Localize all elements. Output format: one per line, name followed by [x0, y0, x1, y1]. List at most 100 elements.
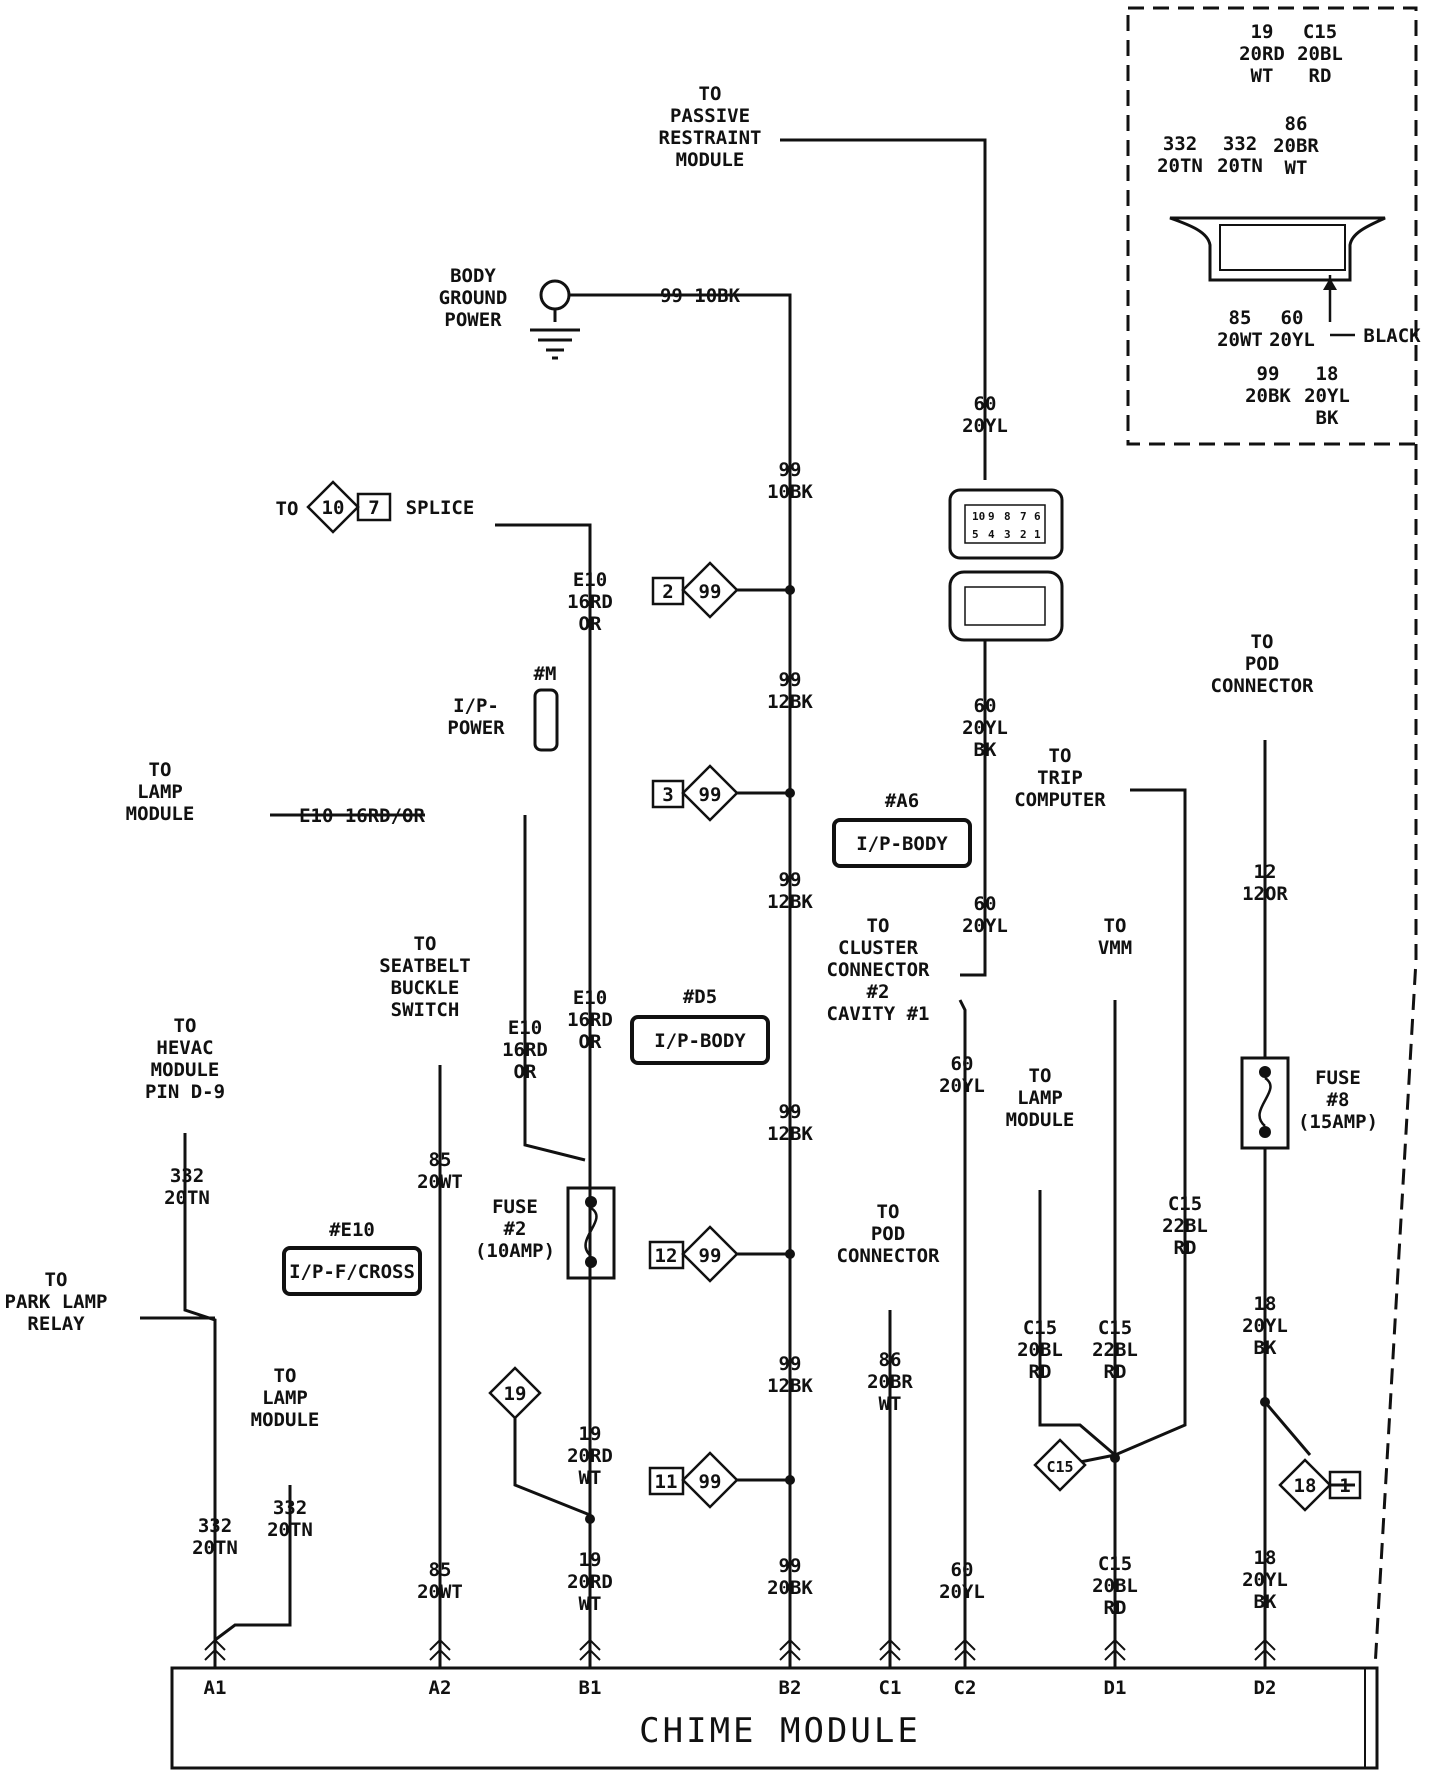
svg-text:TO: TO — [45, 1269, 68, 1291]
splice-99-12[interactable]: 12 99 — [648, 1225, 739, 1283]
svg-text:WT: WT — [579, 1593, 602, 1615]
inset-label-mid-b: 332 20TN — [1217, 133, 1263, 177]
chime-module[interactable]: CHIME MODULE — [170, 1666, 1379, 1770]
wire-label-99-20bk: 99 20BK — [767, 1555, 813, 1599]
svg-text:5: 5 — [972, 528, 979, 541]
svg-text:TO: TO — [867, 915, 890, 937]
wire-332-lamp — [214, 1485, 292, 1642]
svg-text:332: 332 — [170, 1165, 204, 1187]
svg-text:20BL: 20BL — [1092, 1575, 1138, 1597]
connector-e10[interactable]: #E10 I/P-F/CROSS — [282, 1219, 422, 1296]
wire-18 — [1263, 1401, 1312, 1456]
svg-text:19: 19 — [579, 1423, 602, 1445]
svg-text:3: 3 — [662, 784, 673, 806]
svg-text:8: 8 — [1004, 510, 1011, 523]
svg-text:20TN: 20TN — [192, 1537, 238, 1559]
svg-text:20RD: 20RD — [567, 1445, 613, 1467]
svg-text:SWITCH: SWITCH — [391, 999, 460, 1021]
wire-label-60-top: 60 20YL — [962, 393, 1008, 437]
dest-trip[interactable]: TO TRIP COMPUTER — [1014, 745, 1106, 811]
splice-99-3[interactable]: 3 99 — [651, 764, 739, 822]
dest-hevac[interactable]: TO HEVAC MODULE PIN D-9 — [145, 1015, 225, 1103]
svg-text:2: 2 — [1020, 528, 1027, 541]
svg-text:RESTRAINT: RESTRAINT — [659, 127, 762, 149]
svg-text:99: 99 — [779, 1101, 802, 1123]
dest-passive-restraint[interactable]: TO PASSIVE RESTRAINT MODULE — [659, 83, 762, 171]
dest-vmm[interactable]: TO VMM — [1098, 915, 1132, 959]
wire-label-e10-top: E10 16RD OR — [567, 569, 613, 635]
svg-text:12BK: 12BK — [767, 691, 813, 713]
dest-lamp-module-right[interactable]: TO LAMP MODULE — [1006, 1065, 1075, 1131]
svg-text:20BR: 20BR — [867, 1371, 913, 1393]
svg-text:99: 99 — [779, 869, 802, 891]
connector-a6[interactable]: #A6 I/P-BODY — [832, 790, 972, 868]
svg-text:332: 332 — [273, 1497, 307, 1519]
splice-99-11[interactable]: 11 99 — [648, 1451, 739, 1509]
svg-text:FUSE: FUSE — [492, 1196, 538, 1218]
svg-text:86: 86 — [1285, 113, 1308, 135]
svg-text:I/P-BODY: I/P-BODY — [654, 1030, 746, 1052]
svg-text:332: 332 — [198, 1515, 232, 1537]
fuse-2[interactable]: FUSE #2 (10AMP) — [475, 1186, 616, 1280]
svg-text:20BK: 20BK — [1245, 385, 1291, 407]
svg-text:20YL: 20YL — [962, 915, 1008, 937]
dest-body-ground: BODY GROUND POWER — [439, 265, 508, 331]
svg-text:TO: TO — [276, 498, 299, 520]
svg-text:332: 332 — [1163, 133, 1197, 155]
dest-lamp-module-top[interactable]: TO LAMP MODULE — [126, 759, 195, 825]
svg-text:20YL: 20YL — [962, 717, 1008, 739]
splice-19[interactable]: 19 — [488, 1366, 542, 1420]
dest-splice[interactable]: TO 10 7 SPLICE — [276, 480, 475, 534]
svg-text:60: 60 — [951, 1053, 974, 1075]
wire-19 — [513, 1415, 591, 1517]
svg-text:CONNECTOR: CONNECTOR — [827, 959, 931, 981]
svg-text:2: 2 — [662, 581, 673, 603]
splice-c15[interactable]: C15 — [1033, 1438, 1087, 1492]
connector-m-icon — [533, 688, 559, 752]
svg-text:1: 1 — [1034, 528, 1041, 541]
svg-text:HEVAC: HEVAC — [156, 1037, 213, 1059]
svg-text:WT: WT — [579, 1467, 602, 1489]
connector-pins-row1: 10 9 8 7 6 — [972, 510, 1041, 523]
inset-color-label: BLACK — [1363, 325, 1421, 347]
svg-text:20TN: 20TN — [267, 1519, 313, 1541]
wire-label-85-up: 85 20WT — [417, 1149, 463, 1193]
wire-c15-right — [1114, 788, 1187, 1457]
svg-text:TO: TO — [877, 1201, 900, 1223]
wire-label-99-12bk-a: 99 12BK — [767, 669, 813, 713]
connector-d5[interactable]: #D5 I/P-BODY — [630, 986, 770, 1065]
pin-b1: B1 — [579, 1677, 602, 1699]
svg-text:OR: OR — [579, 613, 602, 635]
wire-60-top — [780, 138, 987, 480]
dest-seatbelt[interactable]: TO SEATBELT BUCKLE SWITCH — [379, 933, 471, 1021]
svg-text:#2: #2 — [504, 1218, 527, 1240]
dest-park-lamp[interactable]: TO PARK LAMP RELAY — [5, 1269, 108, 1335]
connector-inset[interactable] — [1126, 6, 1418, 1669]
svg-text:10: 10 — [322, 497, 345, 519]
wire-label-99-10bk: 99 10BK — [660, 285, 741, 307]
splice-18[interactable]: 18 1 — [1278, 1458, 1362, 1512]
svg-text:#8: #8 — [1327, 1089, 1350, 1111]
svg-text:C15: C15 — [1168, 1193, 1202, 1215]
fuse-8[interactable]: FUSE #8 (15AMP) — [1240, 1056, 1378, 1150]
svg-text:19: 19 — [579, 1549, 602, 1571]
connector-m[interactable]: #M I/P- POWER — [447, 663, 559, 752]
svg-text:12BK: 12BK — [767, 891, 813, 913]
splice-99-2[interactable]: 2 99 — [651, 561, 739, 619]
dest-lamp-module-low[interactable]: TO LAMP MODULE — [251, 1365, 320, 1431]
svg-text:BK: BK — [1316, 407, 1339, 429]
svg-text:99: 99 — [699, 1245, 722, 1267]
wire-label-18-up: 18 20YL BK — [1242, 1293, 1288, 1359]
svg-text:C15: C15 — [1046, 1458, 1073, 1476]
dest-cluster[interactable]: TO CLUSTER CONNECTOR #2 CAVITY #1 — [827, 915, 931, 1025]
svg-text:RD: RD — [1174, 1237, 1197, 1259]
svg-text:BK: BK — [974, 739, 997, 761]
svg-text:#E10: #E10 — [329, 1219, 375, 1241]
svg-text:MODULE: MODULE — [151, 1059, 220, 1081]
wire-label-86: 86 20BR WT — [867, 1349, 913, 1415]
svg-text:60: 60 — [974, 893, 997, 915]
svg-text:18: 18 — [1294, 1475, 1317, 1497]
dest-pod-right[interactable]: TO POD CONNECTOR — [1211, 631, 1315, 697]
connector-10pin-icon[interactable] — [948, 488, 1064, 642]
dest-pod-mid[interactable]: TO POD CONNECTOR — [837, 1201, 941, 1267]
